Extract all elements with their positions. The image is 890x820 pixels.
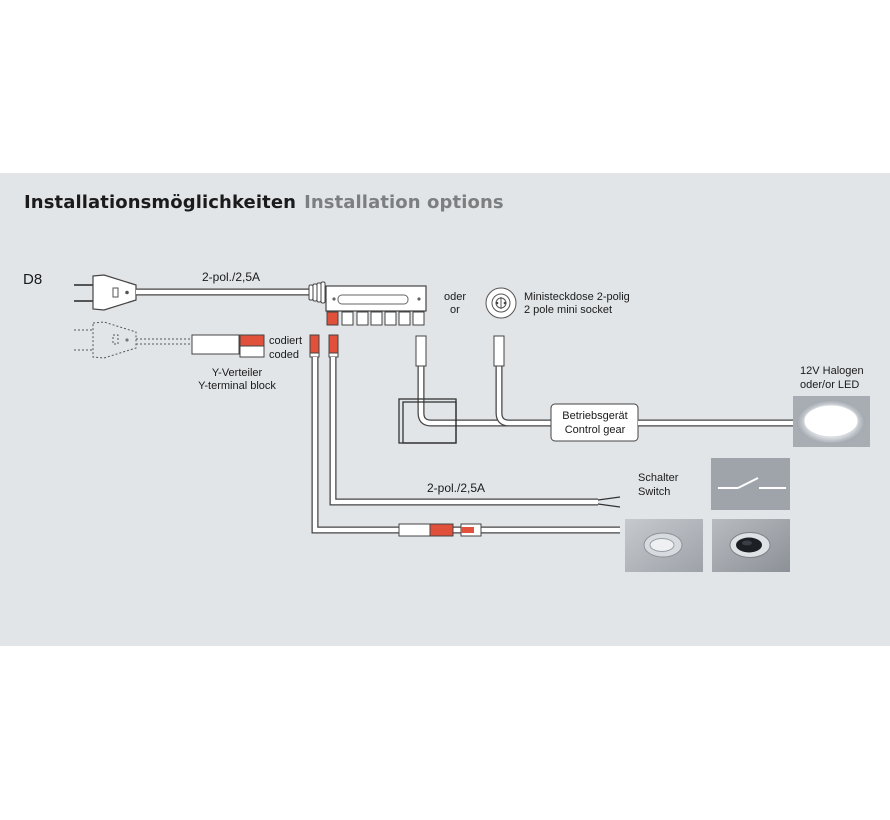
power-plug-icon [74,274,137,311]
switch-symbol-icon [711,458,790,510]
switch-english: Switch [638,486,670,498]
oder-label: oder [444,291,466,303]
switch-photo-silver-icon [625,519,703,572]
distribution-block [325,285,427,326]
title-german: Installationsmöglichkeiten [24,192,297,213]
or-label: or [450,304,460,316]
cable-top-label: 2-pol./2,5A [202,270,260,284]
coded-english: coded [269,349,299,361]
alt-plug-dot [125,338,129,342]
inline-coded-plug [398,523,482,537]
gear-input-cables [415,335,553,427]
mini-socket-english: 2 pole mini socket [524,304,612,316]
terminal-german: Y-Verteiler [212,367,263,379]
strain-relief [308,281,326,304]
coded-german: codiert [269,335,302,347]
page-title: Installationsmöglichkeiten Installation o… [24,192,504,213]
y-terminal-block [191,334,265,358]
control-gear-german: Betriebsgerät [562,410,627,422]
terminal-english: Y-terminal block [198,380,276,392]
mini-socket-icon [485,287,517,319]
mini-socket-german: Ministeckdose 2-polig [524,291,630,303]
alt-plug-icon [74,321,192,359]
switch-photo-black-icon [712,519,790,572]
variant-label: D8 [23,271,42,288]
title-english: Installation options [304,192,504,213]
cable-bottom-label: 2-pol./2,5A [427,481,485,495]
mounting-box-icon [398,398,457,444]
lamp-english: oder/or LED [800,379,859,391]
control-gear-english: Control gear [565,424,626,436]
wire-ends [597,496,621,508]
switch-cables [311,357,620,534]
switch-german: Schalter [638,472,679,484]
branch-connectors [309,334,339,358]
lamp-icon [793,396,870,447]
lamp-german: 12V Halogen [800,365,864,377]
